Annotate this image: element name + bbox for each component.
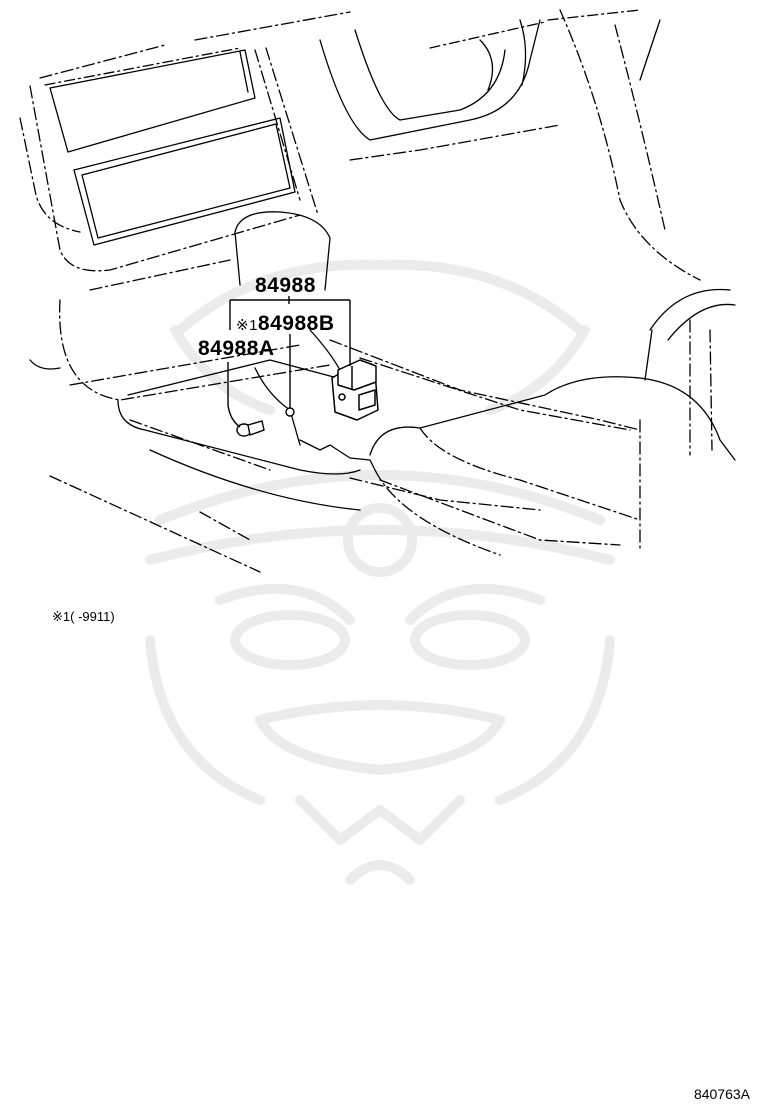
part-number-b[interactable]: 84988B (257, 312, 335, 335)
part-number-label[interactable]: 84988 (255, 274, 316, 297)
switch-part-icon (331, 359, 379, 421)
leader-lines (227, 296, 351, 428)
note-mark: ※1 (236, 317, 258, 334)
bulb-part-icon (236, 420, 265, 437)
part-number-label-a[interactable]: 84988A (198, 337, 275, 360)
watermark-logo (145, 259, 615, 885)
socket-part-icon (285, 407, 295, 417)
footnote-text: ( -9911) (70, 609, 115, 624)
part-number-label-b[interactable]: ※184988B (236, 312, 334, 336)
vehicle-outline (19, 9, 736, 573)
footnote-mark: ※1 (52, 609, 71, 624)
figure-code: 840763A (693, 1086, 750, 1102)
footnote: ※1( -9911) (52, 609, 115, 625)
